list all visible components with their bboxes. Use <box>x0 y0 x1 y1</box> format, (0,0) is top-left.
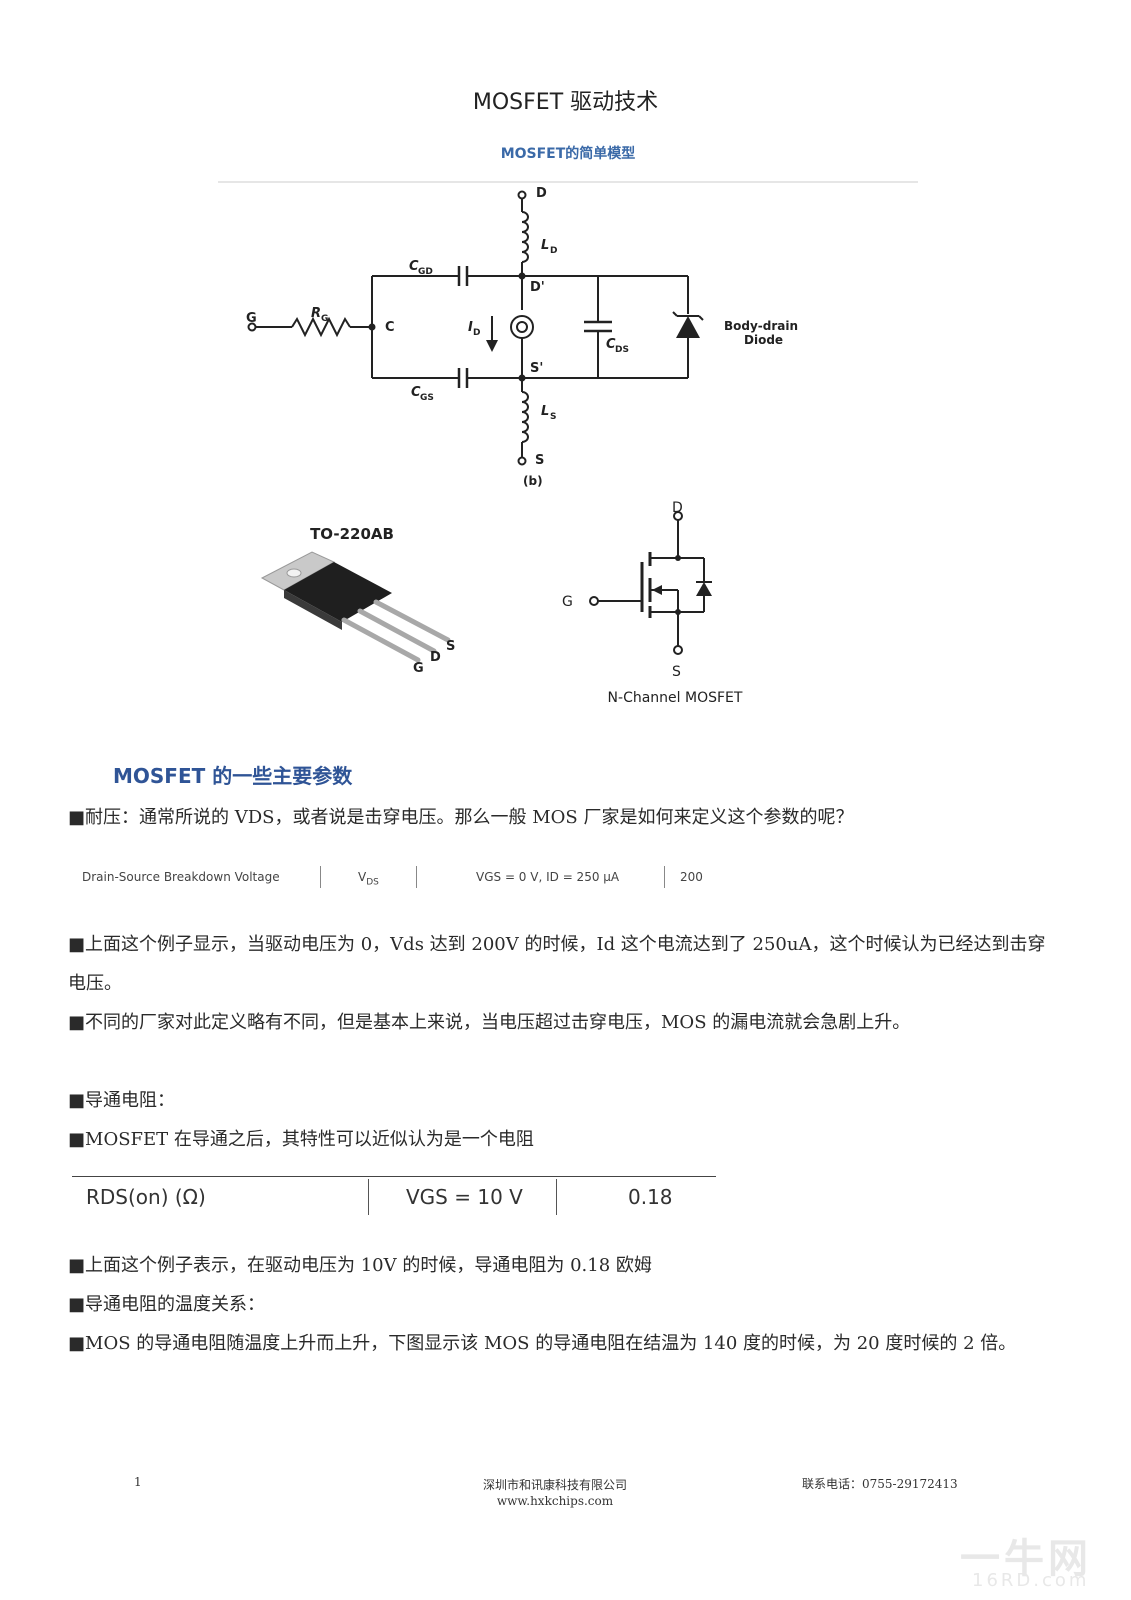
paragraph-vendor-definitions: ■不同的厂家对此定义略有不同，但是基本上来说，当电压超过击穿电压，MOS 的漏电… <box>68 1012 911 1033</box>
n-channel-symbol <box>598 516 712 650</box>
model-caption: MOSFET的简单模型 <box>501 145 636 162</box>
source-inductor <box>521 391 529 443</box>
package-and-symbol-figure: TO-220AB S D G D G <box>260 500 743 706</box>
spec-symbol: V <box>358 870 367 884</box>
drain-terminal <box>517 190 527 200</box>
symbol-caption: N-Channel MOSFET <box>608 690 743 706</box>
svg-text:L: L <box>541 238 549 253</box>
watermark-logo: 一牛网 <box>960 1536 1092 1582</box>
gate-terminal <box>247 322 257 332</box>
svg-text:(b): (b) <box>523 474 543 488</box>
current-source <box>510 315 534 339</box>
paragraph-on-resistance-heading: ■导通电阻： <box>68 1090 176 1111</box>
svg-text:DS: DS <box>615 345 629 355</box>
svg-text:Body-drain: Body-drain <box>724 319 798 333</box>
source-terminal <box>517 456 527 466</box>
rds-on-table: RDS(on) (Ω) VGS = 10 V 0.18 <box>72 1176 716 1217</box>
svg-text:GD: GD <box>418 267 433 277</box>
svg-text:S: S <box>550 412 556 422</box>
spec-parameter: Drain-Source Breakdown Voltage <box>82 870 280 884</box>
svg-text:R: R <box>311 306 321 321</box>
svg-text:G: G <box>562 594 573 610</box>
package-title: TO-220AB <box>310 525 394 543</box>
watermark-site: 16RD.com <box>972 1570 1090 1591</box>
footer-contact: 联系电话：0755-29172413 <box>802 1477 958 1491</box>
page-number: 1 <box>134 1475 142 1489</box>
svg-text:I: I <box>468 320 473 335</box>
paragraph-temperature-heading: ■导通电阻的温度关系： <box>68 1294 266 1315</box>
svg-text:G: G <box>413 661 424 676</box>
svg-text:D: D <box>473 328 480 338</box>
id-arrow <box>486 340 498 352</box>
paragraph-example-breakdown: ■上面这个例子显示，当驱动电压为 0，Vds 达到 200V 的时候，Id 这个… <box>68 934 1046 994</box>
breakdown-voltage-spec-row: Drain-Source Breakdown Voltage VDS VGS =… <box>82 866 722 890</box>
svg-text:S: S <box>535 453 544 468</box>
symbol-source-terminal <box>673 645 683 655</box>
svg-text:D': D' <box>530 280 545 295</box>
footer-website: www.hxkchips.com <box>496 1494 614 1508</box>
paragraph-on-resistance-desc: ■MOSFET 在导通之后，其特性可以近似认为是一个电阻 <box>68 1129 534 1150</box>
page-title: MOSFET 驱动技术 <box>472 90 659 115</box>
symbol-gate-terminal <box>589 596 599 606</box>
svg-text:C: C <box>411 385 421 400</box>
symbol-arrow <box>652 585 662 595</box>
svg-text:D: D <box>550 246 557 256</box>
rds-condition: VGS = 10 V <box>406 1185 523 1209</box>
svg-text:C: C <box>385 320 395 335</box>
footer-company: 深圳市和讯康科技有限公司 <box>482 1478 627 1492</box>
svg-text:L: L <box>541 404 549 419</box>
svg-text:G: G <box>321 314 328 324</box>
section-heading: MOSFET 的一些主要参数 <box>113 764 353 788</box>
svg-text:G: G <box>246 311 257 326</box>
svg-text:GS: GS <box>420 393 434 403</box>
svg-text:D: D <box>430 650 441 665</box>
package-body <box>284 562 392 622</box>
paragraph-temperature-desc: ■MOS 的导通电阻随温度上升而上升，下图显示该 MOS 的导通电阻在结温为 1… <box>68 1333 1017 1354</box>
svg-text:D: D <box>672 500 683 516</box>
svg-text:C: C <box>606 337 616 352</box>
drain-inductor <box>521 211 529 263</box>
paragraph-voltage-rating: ■耐压：通常所说的 VDS，或者说是击穿电压。那么一般 MOS 厂家是如何来定义… <box>68 807 854 828</box>
spec-value: 200 <box>680 870 703 884</box>
gate-resistor <box>291 316 351 338</box>
svg-text:S: S <box>446 639 455 654</box>
symbol-diode <box>696 582 712 596</box>
svg-text:C: C <box>409 259 419 274</box>
pin-s <box>373 599 451 643</box>
svg-text:D: D <box>536 186 547 201</box>
paragraph-rds-example: ■上面这个例子表示，在驱动电压为 10V 的时候，导通电阻为 0.18 欧姆 <box>68 1255 652 1276</box>
svg-text:S: S <box>672 664 681 680</box>
pin-g <box>341 617 421 663</box>
svg-text:S': S' <box>530 361 543 376</box>
rds-value: 0.18 <box>628 1185 673 1209</box>
mosfet-model-diagram: MOSFET的简单模型 <box>218 145 918 488</box>
symbol-drain-terminal <box>673 511 683 521</box>
rds-param: RDS(on) (Ω) <box>86 1185 206 1209</box>
spec-condition: VGS = 0 V, ID = 250 μA <box>476 870 620 884</box>
pin-d <box>357 608 437 654</box>
svg-text:Diode: Diode <box>744 333 783 347</box>
body-diode <box>676 316 700 338</box>
